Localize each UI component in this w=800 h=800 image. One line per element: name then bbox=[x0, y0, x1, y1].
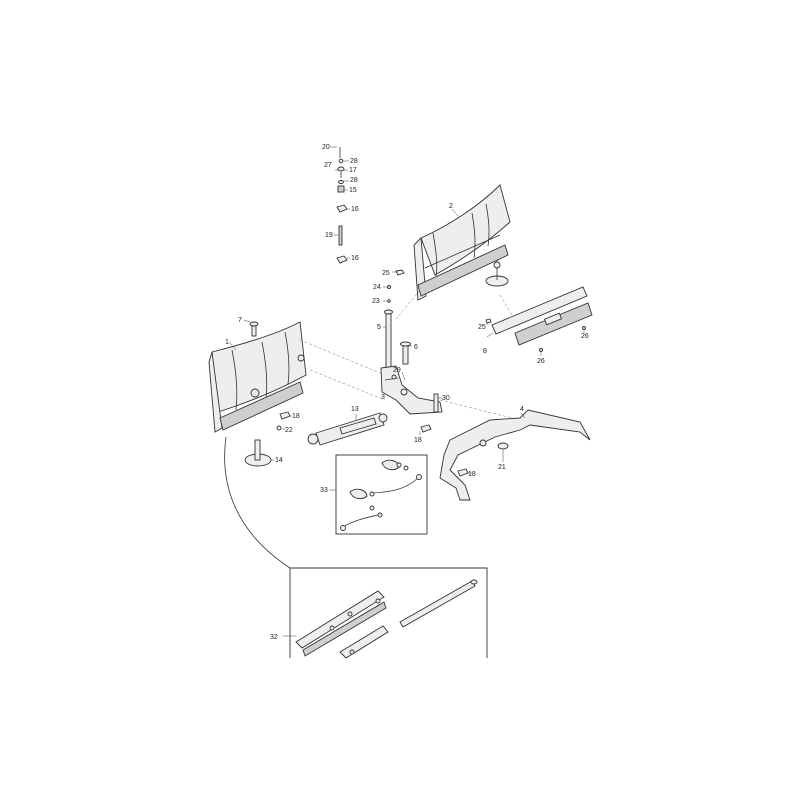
callout-24: 24 bbox=[373, 284, 381, 291]
callout-18-left: 18 bbox=[292, 413, 300, 420]
callout-26-right: 26 bbox=[581, 333, 589, 340]
callout-28-lower: 28 bbox=[350, 177, 358, 184]
callout-20: 20 bbox=[322, 144, 330, 151]
callout-16-lower: 16 bbox=[351, 255, 359, 262]
callout-7: 7 bbox=[238, 317, 242, 324]
cylinder-hardware bbox=[276, 411, 432, 435]
callout-3: 3 bbox=[381, 394, 385, 401]
alignment-lines bbox=[299, 289, 521, 421]
callout-23: 23 bbox=[372, 298, 380, 305]
callout-13: 13 bbox=[351, 406, 359, 413]
callout-5: 5 bbox=[377, 324, 381, 331]
callout-32: 32 bbox=[270, 634, 278, 641]
callout-1: 1 bbox=[225, 339, 229, 346]
callout-2: 2 bbox=[449, 203, 453, 210]
callout-29: 29 bbox=[393, 367, 401, 374]
hardware-leaders bbox=[330, 146, 350, 259]
hose-kit bbox=[329, 454, 428, 535]
callout-8: 8 bbox=[483, 348, 487, 355]
callout-15: 15 bbox=[349, 187, 357, 194]
callout-27: 27 bbox=[324, 162, 332, 169]
push-frame bbox=[439, 409, 591, 501]
callout-30: 30 bbox=[442, 395, 450, 402]
callout-33: 33 bbox=[320, 487, 328, 494]
callout-16-upper: 16 bbox=[351, 206, 359, 213]
callout-28-upper: 28 bbox=[350, 158, 358, 165]
callout-25-top: 25 bbox=[382, 270, 390, 277]
blade-upper-right bbox=[413, 184, 511, 301]
wear-strip bbox=[485, 286, 593, 356]
blade-left bbox=[208, 319, 307, 433]
detail-box bbox=[283, 567, 488, 659]
callout-18-centre: 18 bbox=[414, 437, 422, 444]
callout-26-lower: 26 bbox=[537, 358, 545, 365]
callout-21: 21 bbox=[498, 464, 506, 471]
centre-fasteners bbox=[383, 269, 412, 369]
callout-22: 22 bbox=[285, 427, 293, 434]
hydraulic-cylinder bbox=[307, 412, 388, 446]
callout-18-frame: 18 bbox=[468, 471, 476, 478]
callout-4: 4 bbox=[520, 406, 524, 413]
hardware-stack bbox=[336, 147, 348, 264]
pivot-pin-plate bbox=[244, 439, 274, 467]
callout-17: 17 bbox=[349, 167, 357, 174]
callout-14: 14 bbox=[275, 457, 283, 464]
detail-connector bbox=[224, 436, 291, 569]
pivot-frame bbox=[380, 365, 443, 415]
callout-19: 19 bbox=[325, 232, 333, 239]
callout-6: 6 bbox=[414, 344, 418, 351]
callout-25-right: 25 bbox=[478, 324, 486, 331]
